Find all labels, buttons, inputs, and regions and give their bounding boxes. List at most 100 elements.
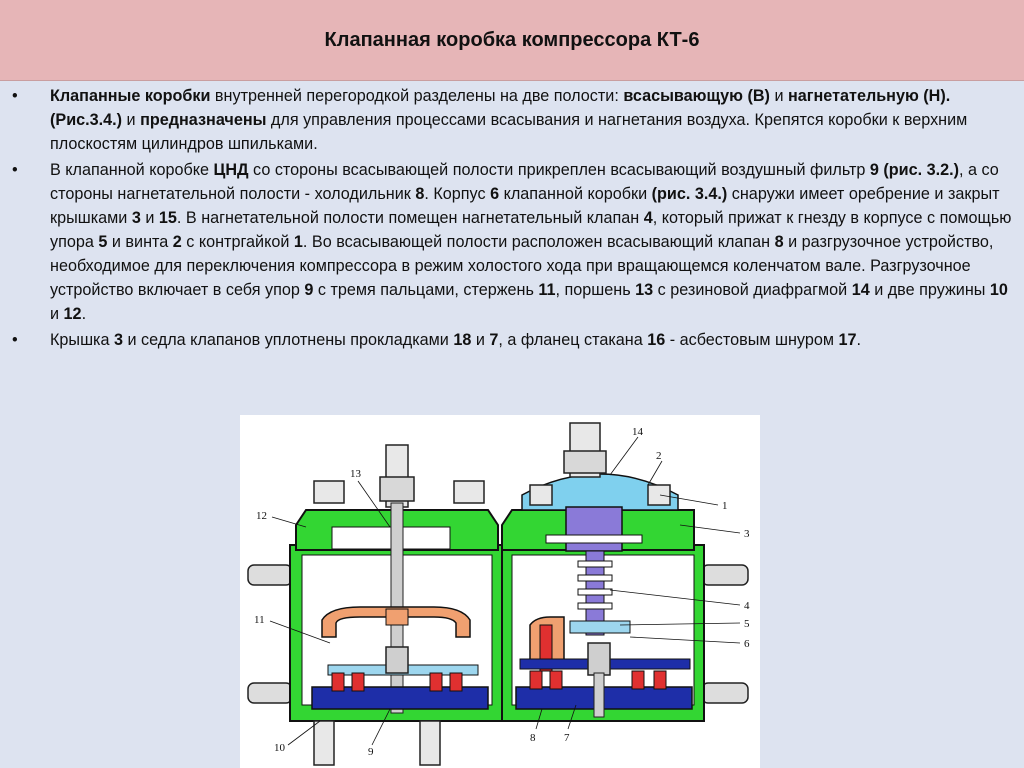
label-14: 14: [632, 426, 644, 438]
bullet-1-segment: внутренней перегородкой разделены на две…: [210, 87, 624, 105]
discharge-valve-nut: [587, 642, 611, 676]
bottom-stud-2: [419, 720, 441, 766]
bullet-1-segment: всасывающую (В): [623, 87, 770, 105]
bullet-2-segment: клапанной коробки: [499, 185, 652, 203]
label-3: 3: [744, 528, 750, 540]
bullet-3-segment: и седла клапанов уплотнены прокладками: [123, 331, 454, 349]
bullet-3-segment: - асбестовым шнуром: [665, 331, 839, 349]
discharge-stop-disc: [569, 620, 631, 634]
bullet-2-segment: ЦНД: [213, 161, 249, 179]
bullet-2-segment: и: [140, 209, 159, 227]
bullet-2-segment: . В нагнетательной полости помещен нагне…: [176, 209, 644, 227]
valve-box-drawing: 1 2 3 4 5 6 7 8 9 10 11 12 13 14: [247, 422, 750, 766]
slide-title: Клапанная коробка компрессора КТ-6: [324, 28, 700, 51]
bullet-2-segment: 13: [635, 281, 654, 299]
discharge-lock-nut: [563, 450, 607, 474]
bullet-2-segment: 11: [538, 281, 556, 299]
right-cover-nut-2: [647, 484, 671, 506]
bullet-2-segment: , поршень: [555, 281, 636, 299]
bullet-3-segment: Крышка: [50, 331, 114, 349]
bullet-2: В клапанной коробке ЦНД со стороны всасы…: [10, 158, 1014, 326]
bottom-stud-1: [313, 720, 335, 766]
bullet-2-segment: 4: [643, 209, 653, 227]
bullet-2-segment: со стороны всасывающей полости прикрепле…: [248, 161, 870, 179]
suction-valve-seat: [311, 686, 489, 710]
label-6: 6: [744, 638, 750, 650]
bullet-2-segment: 1: [293, 233, 303, 251]
slide-title-bar: Клапанная коробка компрессора КТ-6: [0, 0, 1024, 81]
right-cover-nut-1: [529, 484, 553, 506]
bullet-2-segment: с тремя пальцами, стержень: [313, 281, 539, 299]
bullet-3-segment: 16: [647, 331, 666, 349]
label-9: 9: [368, 746, 374, 758]
bullet-1-segment: и: [769, 87, 788, 105]
bullet-1-segment: предназначены: [140, 111, 267, 129]
label-12: 12: [256, 510, 267, 522]
label-11: 11: [254, 614, 265, 626]
discharge-valve-springs: [529, 670, 667, 690]
suction-springs: [331, 672, 463, 692]
right-stud-lower: [701, 682, 749, 704]
bullet-2-segment: 6: [490, 185, 500, 203]
label-2: 2: [656, 450, 662, 462]
label-13: 13: [350, 468, 362, 480]
bullet-2-segment: 9 (рис. 3.2.): [869, 161, 960, 179]
left-stud-upper: [247, 564, 293, 586]
right-stud-upper: [701, 564, 749, 586]
bullet-2-segment: 3: [131, 209, 141, 227]
bullet-2-segment: . Корпус: [424, 185, 491, 203]
label-1: 1: [722, 500, 728, 512]
bullet-2-segment: с контргайкой: [181, 233, 294, 251]
bullet-1-segment: и: [122, 111, 141, 129]
bullet-2-segment: . Во всасывающей полости расположен всас…: [302, 233, 775, 251]
bullet-2-segment: и: [50, 305, 64, 323]
bullet-1-segment: нагнетательную (Н). (Рис.3.4.): [50, 87, 951, 129]
discharge-stop: [565, 506, 623, 552]
label-5: 5: [744, 618, 750, 630]
bullet-2-segment: В клапанной коробке: [50, 161, 214, 179]
bullet-2-segment: , а со стороны нагнетательной полости - …: [50, 161, 999, 203]
bullet-2-segment: с резиновой диафрагмой: [653, 281, 852, 299]
bullet-2-segment: 15: [158, 209, 177, 227]
bullet-2-segment: 5: [98, 233, 108, 251]
valve-box-diagram: 1 2 3 4 5 6 7 8 9 10 11 12 13 14: [240, 415, 760, 768]
unloader-hub: [385, 608, 409, 626]
leader-lines: [269, 436, 741, 746]
label-10: 10: [274, 742, 286, 754]
bullet-3-segment: 17: [838, 331, 857, 349]
left-cover-nut-2: [453, 480, 485, 504]
label-4: 4: [744, 600, 750, 612]
label-8: 8: [530, 732, 536, 744]
left-lock-nut: [379, 476, 415, 502]
left-cover-nut-1: [313, 480, 345, 504]
bullet-3-segment: 18: [453, 331, 472, 349]
bullet-3-segment: , а фланец стакана: [498, 331, 648, 349]
left-stud-lower: [247, 682, 293, 704]
bullet-2-segment: 14: [851, 281, 870, 299]
bullet-2-segment: и разгрузочное устройство, необходимое д…: [50, 233, 994, 299]
bullet-2-segment: снаружи имеет оребрение и закрыт крышкам…: [50, 185, 1000, 227]
bullet-2-segment: 8: [415, 185, 425, 203]
bullet-2-segment: 12: [63, 305, 82, 323]
right-cover-cap: [521, 473, 679, 511]
bullet-3-segment: 7: [489, 331, 499, 349]
slide-content: Клапанные коробки внутренней перегородко…: [10, 84, 1014, 354]
discharge-guide: [545, 534, 643, 544]
unloader-piston: [321, 606, 471, 638]
bullet-2-segment: 2: [172, 233, 182, 251]
bullet-2-segment: 9: [304, 281, 314, 299]
bullet-3-segment: 3: [114, 331, 124, 349]
bullet-1: Клапанные коробки внутренней перегородко…: [10, 84, 1014, 156]
suction-valve-nut: [385, 646, 409, 674]
label-7: 7: [564, 732, 570, 744]
bullet-3: Крышка 3 и седла клапанов уплотнены прок…: [10, 328, 1014, 352]
bullet-2-segment: , который прижат к гнезду в корпусе с по…: [50, 209, 1012, 251]
bullet-1-segment: для управления процессами всасывания и н…: [50, 111, 968, 153]
bullet-2-segment: .: [81, 305, 87, 323]
discharge-center-bolt: [593, 672, 605, 718]
bullet-3-segment: .: [856, 331, 861, 349]
bullet-2-segment: 8: [774, 233, 784, 251]
bullet-1-segment: Клапанные коробки: [50, 87, 211, 105]
bullet-2-segment: (рис. 3.4.): [651, 185, 728, 203]
bullet-2-segment: и винта: [107, 233, 173, 251]
